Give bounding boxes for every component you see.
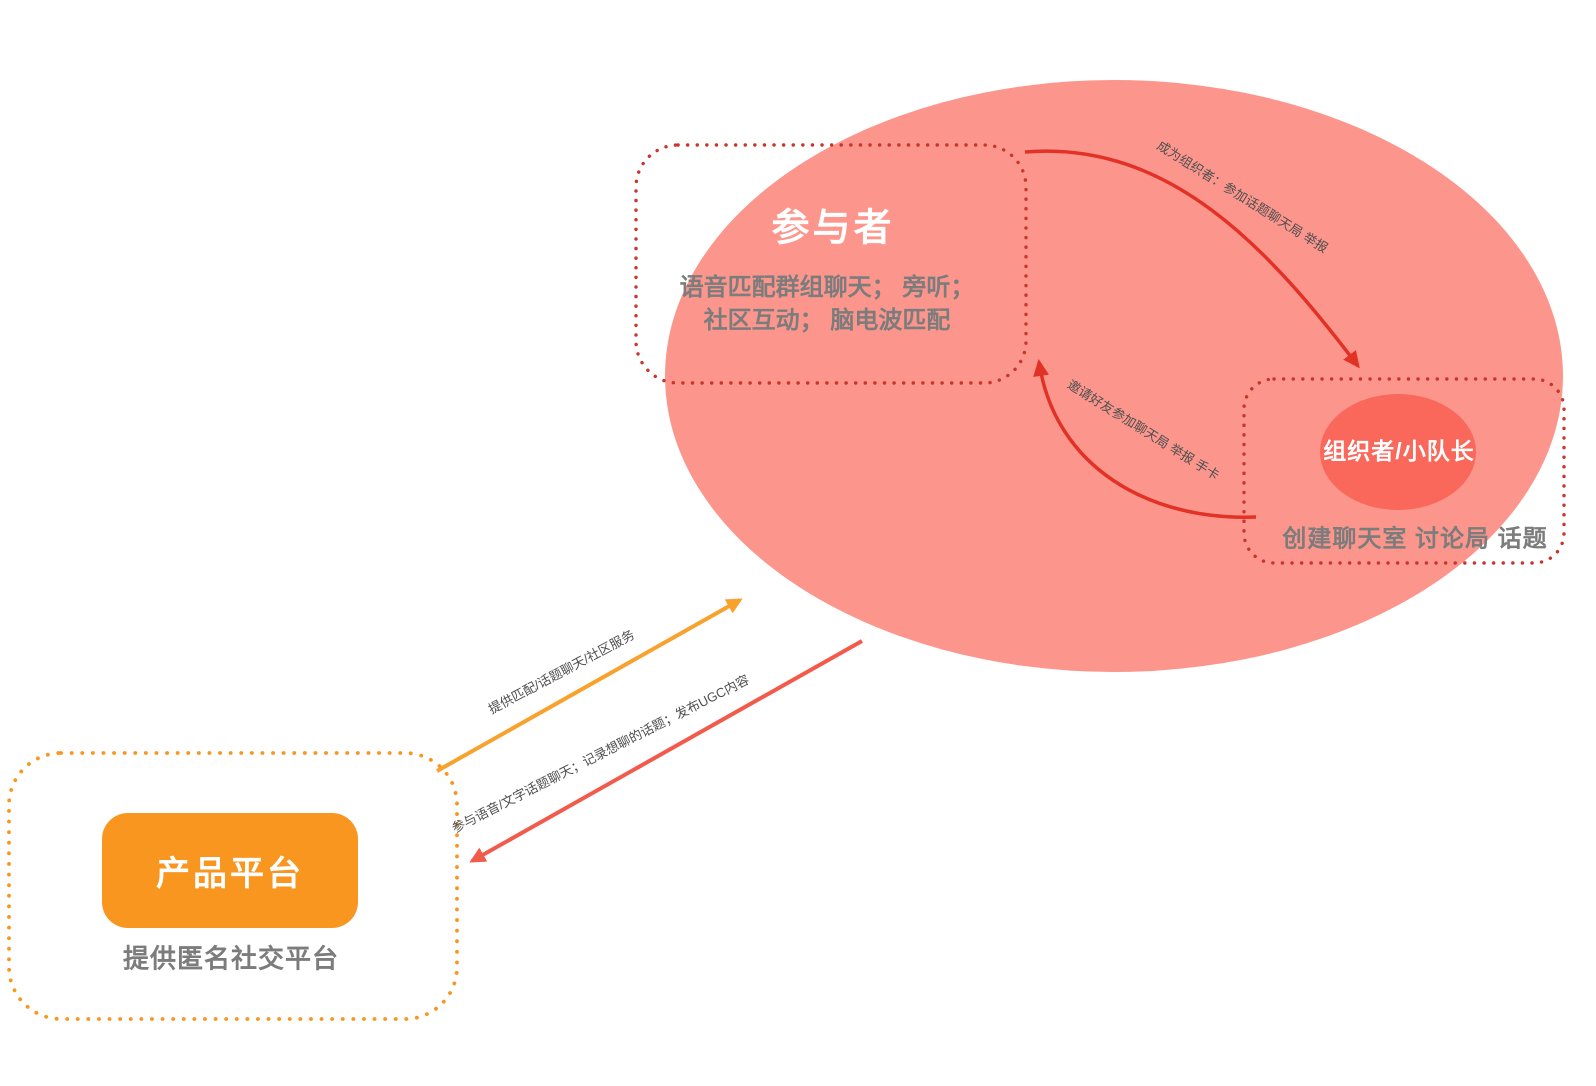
participate-arrow bbox=[469, 639, 863, 863]
participant-description-line1: 语音匹配群组聊天； 旁听； bbox=[679, 274, 975, 301]
ecosystem-ellipse bbox=[665, 80, 1563, 672]
platform-title: 产品平台 bbox=[156, 855, 304, 893]
participant-description: 语音匹配群组聊天； 旁听； 社区互动； 脑电波匹配 bbox=[680, 271, 975, 337]
become-organizer-arrow bbox=[1024, 149, 1360, 369]
organizer-title: 组织者/小队长 bbox=[1323, 438, 1475, 464]
platform-node: 产品平台 bbox=[102, 813, 358, 928]
platform-description: 提供匿名社交平台 bbox=[122, 943, 340, 974]
participant-description-line2: 社区互动； 脑电波匹配 bbox=[703, 307, 951, 334]
platform-box-border bbox=[7, 751, 459, 1021]
participant-box-border bbox=[634, 143, 1028, 385]
organizer-description: 创建聊天室 讨论局 话题 bbox=[1282, 525, 1548, 553]
provide-service-arrow bbox=[436, 598, 743, 773]
participant-title: 参与者 bbox=[771, 207, 895, 250]
organizer-circle bbox=[1320, 394, 1476, 510]
invite-friends-arrow bbox=[1033, 359, 1257, 519]
